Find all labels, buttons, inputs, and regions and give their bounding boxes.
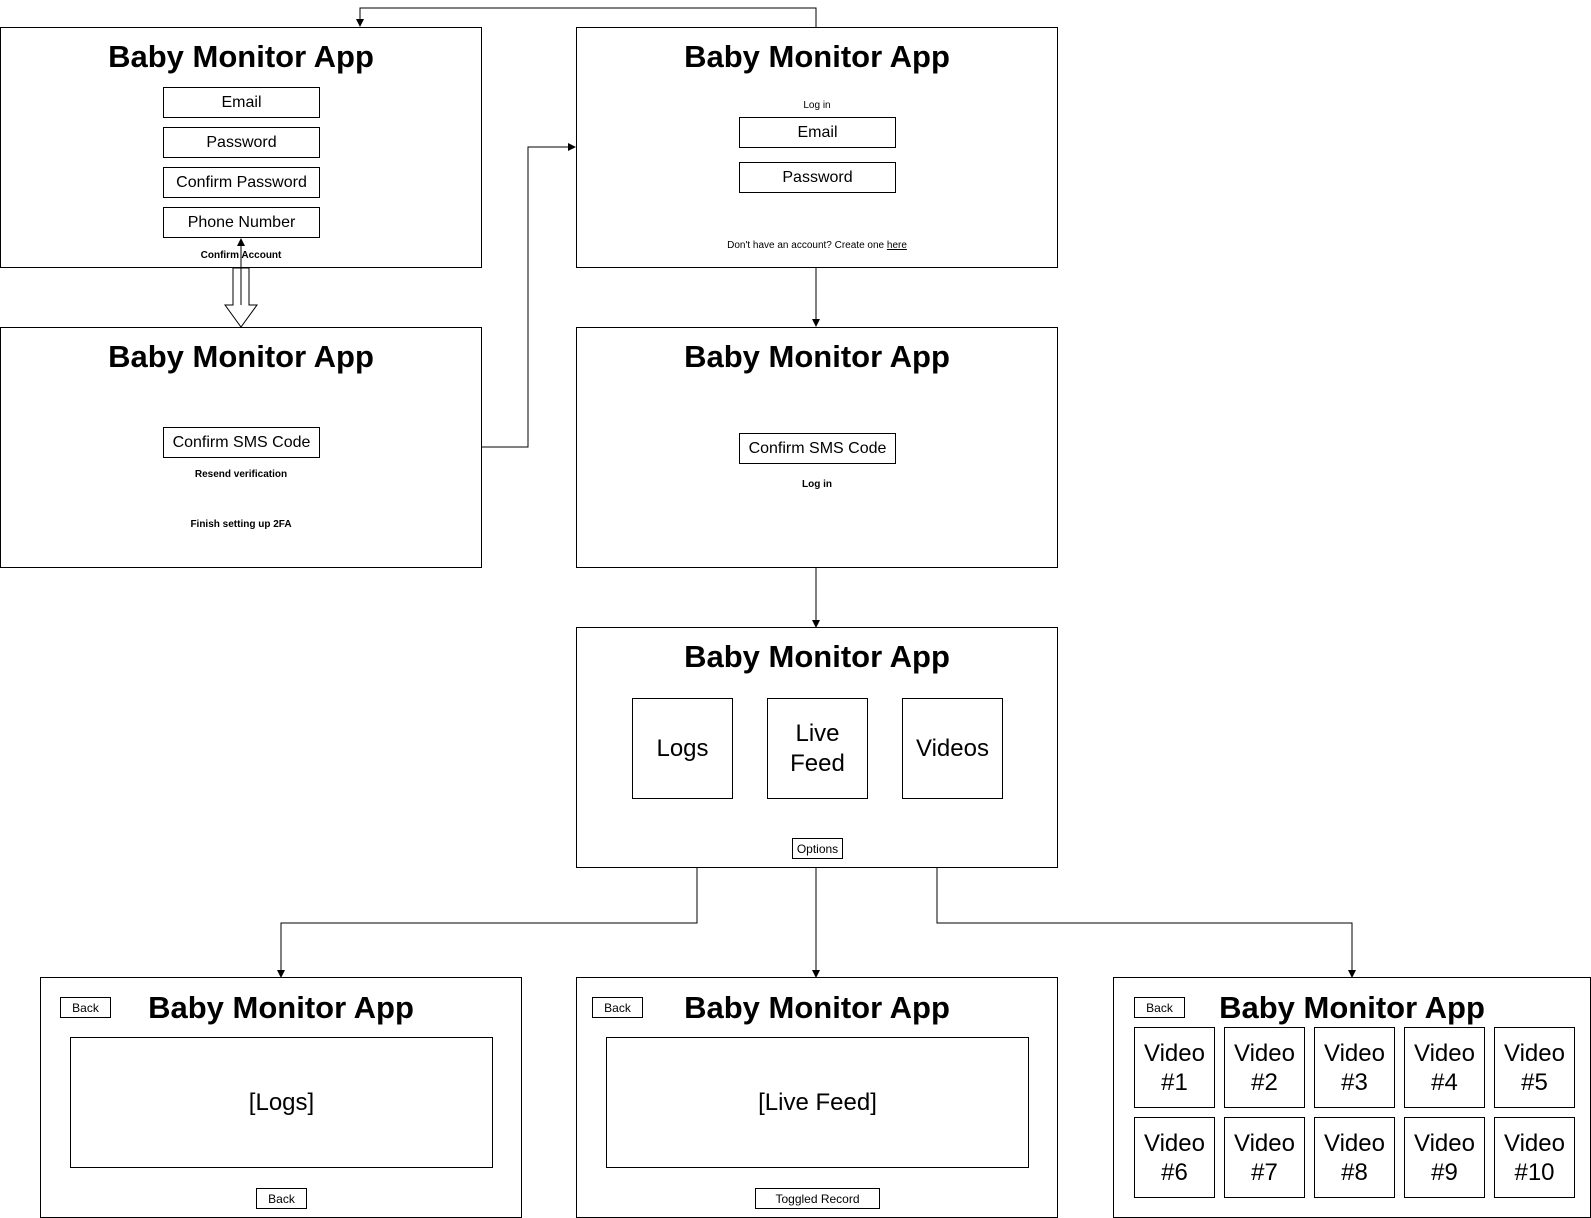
connector-home-to-logs	[277, 868, 698, 978]
video-tile-6[interactable]: Video #6	[1134, 1117, 1215, 1198]
login-2fa-title: Baby Monitor App	[684, 339, 950, 374]
logs-screen: Back Baby Monitor App [Logs] Back	[40, 977, 522, 1218]
home-screen: Baby Monitor App Logs Live Feed Videos O…	[576, 627, 1058, 868]
options-button[interactable]: Options	[792, 838, 843, 859]
video-tile-3[interactable]: Video #3	[1314, 1027, 1395, 1108]
toggle-record-button[interactable]: Toggled Record	[755, 1188, 880, 1209]
live-back-button[interactable]: Back	[592, 997, 643, 1018]
live-feed-screen: Back Baby Monitor App [Live Feed] Toggle…	[576, 977, 1058, 1218]
login-2fa-submit-link[interactable]: Log in	[802, 479, 832, 490]
logs-bottom-back-button[interactable]: Back	[256, 1188, 307, 1209]
login-screen: Baby Monitor App Log in Email Password D…	[576, 27, 1058, 268]
create-account-text: Don't have an account? Create one	[727, 240, 887, 251]
video-tile-10[interactable]: Video #10	[1494, 1117, 1575, 1198]
video-tile-8[interactable]: Video #8	[1314, 1117, 1395, 1198]
confirm-account-link[interactable]: Confirm Account	[200, 250, 282, 261]
login-heading: Log in	[803, 100, 831, 111]
video-tile-7[interactable]: Video #7	[1224, 1117, 1305, 1198]
login-2fa-screen: Baby Monitor App Confirm SMS Code Log in	[576, 327, 1058, 568]
create-account-link[interactable]: here	[886, 240, 907, 251]
live-feed-title: Baby Monitor App	[684, 990, 950, 1025]
signup-email-field[interactable]: Email	[163, 87, 320, 118]
login-email-field[interactable]: Email	[739, 117, 896, 148]
login-password-field[interactable]: Password	[739, 162, 896, 193]
connector-home-to-videos	[936, 868, 1356, 978]
signup-title: Baby Monitor App	[108, 39, 374, 74]
signup-password-field[interactable]: Password	[163, 127, 320, 158]
logs-title: Baby Monitor App	[148, 990, 414, 1025]
video-tile-1[interactable]: Video #1	[1134, 1027, 1215, 1108]
videos-screen: Back Baby Monitor App Video #1 Video #2 …	[1113, 977, 1591, 1218]
signup-confirm-password-field[interactable]: Confirm Password	[163, 167, 320, 198]
connector-login-to-signup	[356, 7, 817, 27]
signup-2fa-screen: Baby Monitor App Confirm SMS Code Resend…	[0, 327, 482, 568]
signup-2fa-title: Baby Monitor App	[108, 339, 374, 374]
signup-screen: Baby Monitor App Email Password Confirm …	[0, 27, 482, 268]
live-feed-panel: [Live Feed]	[606, 1037, 1029, 1168]
video-tile-9[interactable]: Video #9	[1404, 1117, 1485, 1198]
signup-phone-number-field[interactable]: Phone Number	[163, 207, 320, 238]
logs-back-button[interactable]: Back	[60, 997, 111, 1018]
logs-panel: [Logs]	[70, 1037, 493, 1168]
finish-2fa-link[interactable]: Finish setting up 2FA	[190, 519, 292, 530]
logs-tile[interactable]: Logs	[632, 698, 733, 799]
videos-title: Baby Monitor App	[1219, 990, 1485, 1025]
home-title: Baby Monitor App	[684, 639, 950, 674]
video-tile-5[interactable]: Video #5	[1494, 1027, 1575, 1108]
login-title: Baby Monitor App	[684, 39, 950, 74]
videos-back-button[interactable]: Back	[1134, 997, 1185, 1018]
live-feed-tile[interactable]: Live Feed	[767, 698, 868, 799]
video-tile-2[interactable]: Video #2	[1224, 1027, 1305, 1108]
videos-tile[interactable]: Videos	[902, 698, 1003, 799]
signup-sms-code-field[interactable]: Confirm SMS Code	[163, 427, 320, 458]
resend-verification-link[interactable]: Resend verification	[194, 469, 288, 480]
video-tile-4[interactable]: Video #4	[1404, 1027, 1485, 1108]
create-account-prompt: Don't have an account? Create one here	[577, 240, 1057, 251]
connector-signup2fa-to-login	[481, 143, 576, 448]
login-sms-code-field[interactable]: Confirm SMS Code	[739, 433, 896, 464]
